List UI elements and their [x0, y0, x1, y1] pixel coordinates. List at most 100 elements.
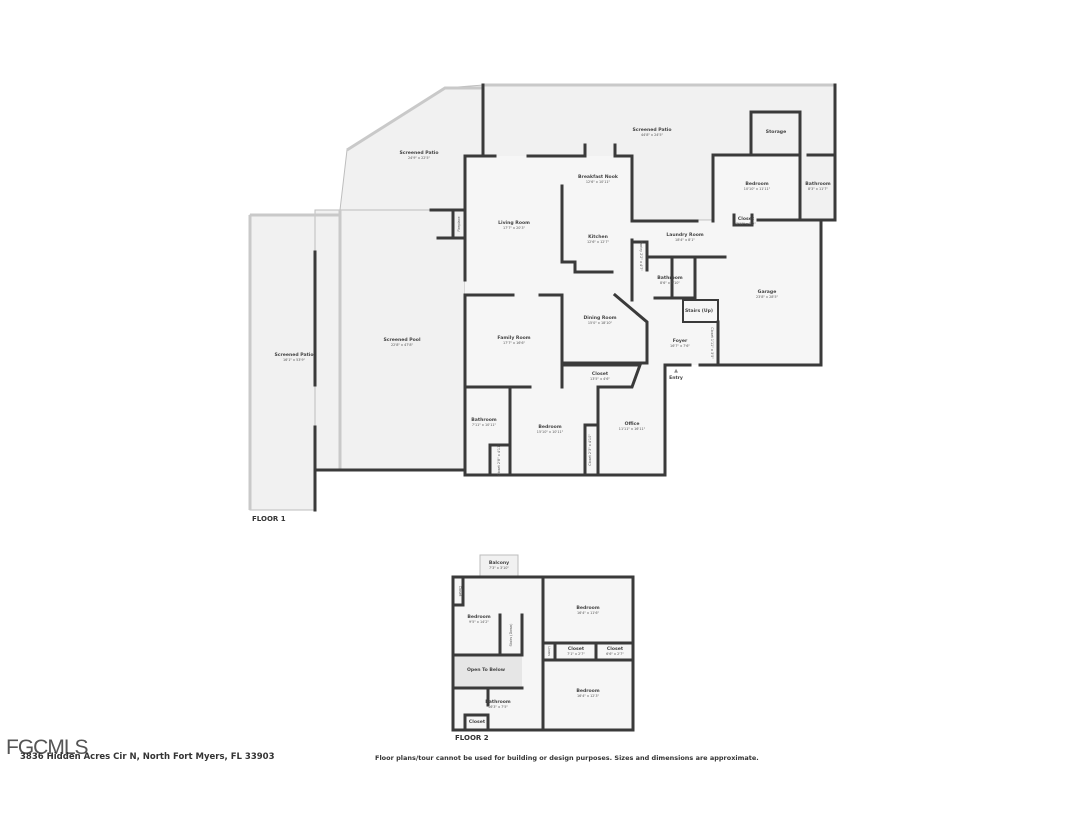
svg-text:15'10" x 10'11": 15'10" x 10'11" [537, 430, 564, 434]
svg-text:Closet: Closet [738, 216, 755, 222]
svg-text:23'8" x 28'5": 23'8" x 28'5" [756, 295, 779, 299]
svg-text:Closet 2'3" x 4'10": Closet 2'3" x 4'10" [588, 434, 592, 466]
svg-text:Closet: Closet [469, 719, 486, 725]
svg-text:7'11" x 10'11": 7'11" x 10'11" [472, 423, 497, 427]
svg-text:3'11" x 2'2": 3'11" x 2'2" [736, 222, 756, 226]
svg-text:Bedroom: Bedroom [745, 181, 768, 187]
svg-text:Closet: Closet [607, 646, 624, 652]
floor-2-label: FLOOR 2 [455, 734, 489, 742]
svg-text:12'6" x 12'7": 12'6" x 12'7" [587, 240, 610, 244]
entry-arrow-icon: ▲ [674, 368, 678, 374]
svg-text:15'0" x 18'10": 15'0" x 18'10" [588, 321, 613, 325]
room-label: Closet [469, 719, 486, 725]
svg-text:Balcony: Balcony [489, 560, 509, 566]
svg-text:8'6" x 7'10": 8'6" x 7'10" [660, 281, 680, 285]
svg-text:Bathroom: Bathroom [805, 181, 831, 187]
svg-text:Open To Below: Open To Below [467, 667, 506, 673]
svg-text:Screened Patio: Screened Patio [274, 352, 313, 358]
svg-text:8'3" x 11'7": 8'3" x 11'7" [808, 187, 828, 191]
svg-text:Laundry Room: Laundry Room [666, 232, 704, 238]
entry-label: ▲Entry [669, 368, 683, 381]
svg-text:17'7" x 20'3": 17'7" x 20'3" [503, 226, 526, 230]
svg-text:Office: Office [625, 421, 640, 427]
svg-text:16'4" x 11'6": 16'4" x 11'6" [577, 611, 600, 615]
property-address: 3836 Hidden Acres Cir N, North Fort Myer… [20, 752, 275, 762]
svg-text:Family Room: Family Room [497, 335, 530, 341]
svg-text:Living Room: Living Room [498, 220, 530, 226]
room-label: Stairs (Up) [685, 308, 713, 314]
svg-text:7'1" x 2'7": 7'1" x 2'7" [567, 652, 585, 656]
svg-text:Garage: Garage [758, 289, 777, 295]
svg-text:Closet: Closet [592, 371, 609, 377]
svg-text:Bedroom: Bedroom [576, 688, 599, 694]
svg-text:Closet: Closet [568, 646, 585, 652]
svg-text:Bathroom: Bathroom [471, 417, 497, 423]
svg-text:Bathroom: Bathroom [485, 699, 511, 705]
svg-text:6'6" x 2'7": 6'6" x 2'7" [606, 652, 624, 656]
svg-text:Bedroom: Bedroom [538, 424, 561, 430]
svg-text:7'3" x 3'10": 7'3" x 3'10" [489, 566, 509, 570]
floor-1-walls [248, 83, 837, 512]
svg-text:Breakfast Nook: Breakfast Nook [578, 174, 619, 180]
svg-text:Bedroom: Bedroom [467, 614, 490, 620]
svg-text:Fireplace: Fireplace [457, 216, 461, 231]
svg-text:16'7" x 7'6": 16'7" x 7'6" [670, 344, 690, 348]
svg-text:24'9" x 22'5": 24'9" x 22'5" [408, 156, 431, 160]
svg-text:Stairs (Down): Stairs (Down) [509, 623, 513, 647]
svg-text:13'5" x 4'6": 13'5" x 4'6" [590, 377, 610, 381]
svg-text:Pantry 2'2" x 4'7": Pantry 2'2" x 4'7" [639, 241, 643, 271]
svg-text:Stairs (Up): Stairs (Up) [685, 308, 713, 314]
svg-text:Kitchen: Kitchen [588, 234, 608, 240]
svg-text:Screened Patio: Screened Patio [399, 150, 438, 156]
svg-text:Entry: Entry [669, 375, 683, 381]
svg-text:Foyer: Foyer [673, 338, 688, 344]
svg-text:Bathroom: Bathroom [657, 275, 683, 281]
svg-text:44'8" x 24'5": 44'8" x 24'5" [641, 133, 664, 137]
svg-text:22'8" x 47'8": 22'8" x 47'8" [391, 343, 414, 347]
svg-text:16'1" x 53'9": 16'1" x 53'9" [283, 358, 306, 362]
svg-text:10'10" x 11'11": 10'10" x 11'11" [744, 187, 771, 191]
room-label: Open To Below [467, 667, 506, 673]
svg-text:9'5" x 14'2": 9'5" x 14'2" [469, 620, 489, 624]
mls-logo: FGCMLS [6, 736, 89, 759]
svg-text:Screened Pool: Screened Pool [383, 337, 420, 343]
disclaimer: Floor plans/tour cannot be used for buil… [375, 754, 759, 762]
svg-text:Closet: Closet [458, 586, 462, 597]
svg-text:Linen: Linen [547, 646, 551, 655]
floor-2 [451, 554, 635, 732]
svg-text:Bedroom: Bedroom [576, 605, 599, 611]
svg-text:Storage: Storage [766, 129, 786, 135]
svg-text:Closet 1'11" x 3'5": Closet 1'11" x 3'5" [710, 327, 714, 359]
svg-text:Closet 2'8" x 4'11": Closet 2'8" x 4'11" [497, 444, 501, 476]
svg-text:11'11" x 16'11": 11'11" x 16'11" [619, 427, 646, 431]
svg-text:17'7" x 16'6": 17'7" x 16'6" [503, 341, 526, 345]
